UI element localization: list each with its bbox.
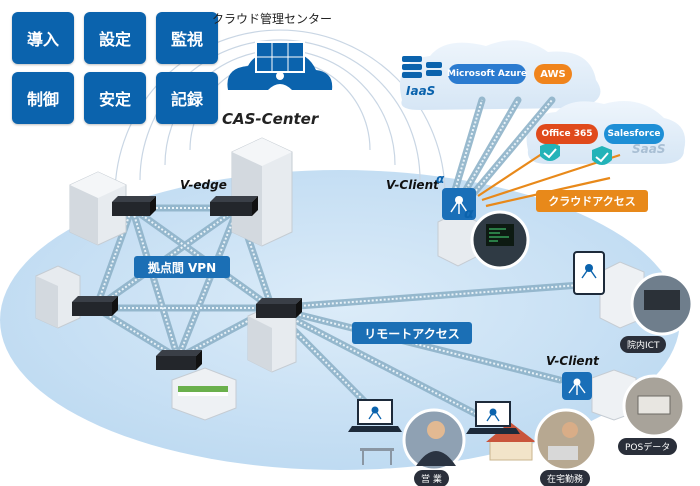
photo-telework bbox=[534, 408, 598, 472]
photo-hospital-device bbox=[644, 290, 680, 310]
alpha-mark-small: α bbox=[436, 172, 445, 186]
vclient-tile bbox=[562, 372, 592, 400]
router-device bbox=[112, 196, 156, 216]
function-tile-record: 記録 bbox=[156, 72, 218, 124]
caption-pos-data: POSデータ bbox=[618, 438, 678, 455]
photo-pos-device bbox=[637, 395, 671, 415]
router-device bbox=[210, 196, 258, 216]
building-left bbox=[35, 265, 81, 329]
shield-icon bbox=[540, 142, 560, 161]
photo-programmer-screen bbox=[486, 224, 514, 246]
center-title: クラウド管理センター bbox=[212, 12, 333, 26]
building-top-center bbox=[231, 137, 293, 247]
building-top-left bbox=[69, 171, 127, 246]
alpha-mark: α bbox=[464, 206, 474, 222]
server-icon bbox=[402, 56, 442, 78]
function-tile-settings: 設定 bbox=[84, 12, 146, 64]
caption-sales: 営 業 bbox=[414, 470, 449, 486]
caption-hospital-ict: 院内ICT bbox=[620, 336, 667, 353]
photo-sales-person bbox=[427, 421, 445, 439]
building-center bbox=[247, 305, 297, 373]
tablet-icon bbox=[573, 251, 605, 295]
cloud-access-label: クラウドアクセス bbox=[536, 190, 648, 212]
azure-badge: Microsoft Azure bbox=[447, 64, 527, 84]
vclient-label: V-Client bbox=[546, 354, 599, 368]
router-device bbox=[256, 298, 302, 318]
function-tile-control: 制御 bbox=[12, 72, 74, 124]
function-tile-stable: 安定 bbox=[84, 72, 146, 124]
router-device bbox=[156, 350, 202, 370]
bus-stop bbox=[360, 448, 394, 465]
center-name: CAS-Center bbox=[222, 110, 319, 128]
aws-badge: AWS bbox=[534, 64, 572, 84]
router-device bbox=[72, 296, 118, 316]
function-tile-monitor: 監視 bbox=[156, 12, 218, 64]
photo-telework-laptop bbox=[548, 446, 578, 460]
laptop-icon bbox=[466, 401, 520, 434]
salesforce-badge: Salesforce bbox=[604, 124, 664, 144]
caption-telework: 在宅勤務 bbox=[540, 470, 591, 486]
laptop-icon bbox=[348, 399, 402, 432]
vclient-alpha-tile bbox=[442, 188, 476, 220]
iaas-label: IaaS bbox=[406, 84, 436, 98]
photo-sales-suit bbox=[416, 451, 456, 466]
photo-telework-person bbox=[562, 422, 578, 438]
vpn-label: 拠点間 VPN bbox=[134, 256, 230, 278]
vclient-alpha-label: V-Client bbox=[386, 178, 439, 192]
saas-label: SaaS bbox=[632, 142, 666, 156]
center-cloud-icon bbox=[227, 41, 333, 90]
office365-badge: Office 365 bbox=[536, 124, 598, 144]
remote-access-label: リモートアクセス bbox=[352, 322, 472, 344]
vedge-label: V-edge bbox=[180, 178, 227, 192]
store-building bbox=[171, 367, 237, 421]
shield-icon bbox=[592, 146, 612, 165]
function-tile-install: 導入 bbox=[12, 12, 74, 64]
